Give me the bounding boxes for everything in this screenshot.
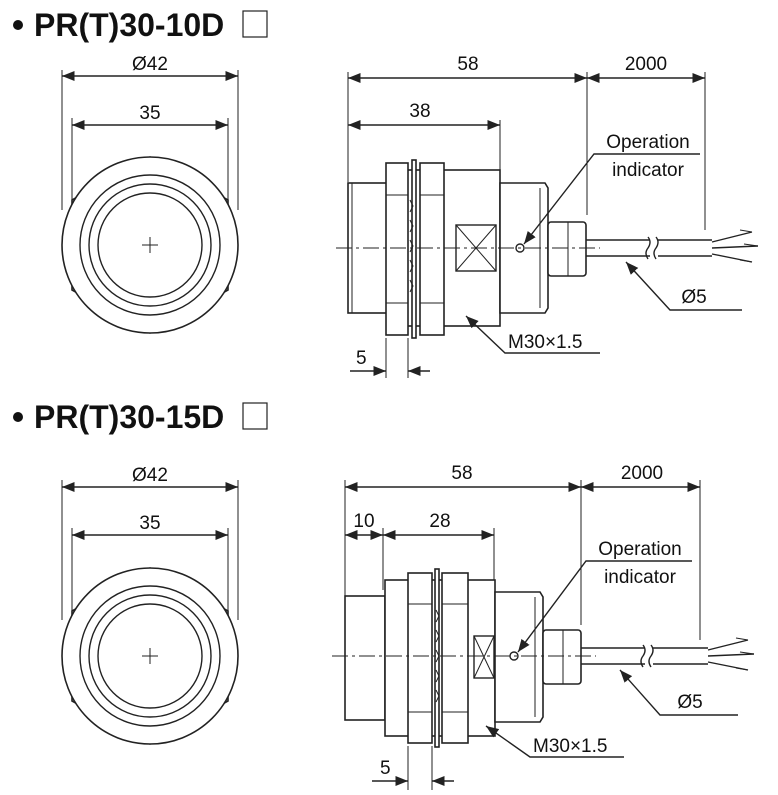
cable-diameter-leader: [619, 669, 738, 716]
front-view: Ø42 35: [61, 54, 239, 334]
cable-gland: [547, 221, 587, 277]
thread-length-label: 38: [409, 101, 430, 122]
nut-width-label: 5: [356, 348, 367, 369]
cable-diameter-label: Ø5: [677, 692, 702, 713]
washer: [411, 159, 417, 339]
indicator-label-line1: Operation: [598, 539, 681, 560]
rear-housing: [494, 591, 544, 723]
thread-circle: [79, 585, 221, 727]
indicator-label-line2: indicator: [604, 567, 676, 588]
thread-spec-label: M30×1.5: [508, 332, 582, 353]
outer-diameter-label: Ø42: [132, 465, 168, 486]
face-circle: [88, 183, 212, 307]
front-view: Ø42 35: [61, 465, 239, 745]
sensing-face-circle: [97, 192, 203, 298]
section-1: PR(T)30-10D Ø42 35: [13, 7, 759, 378]
thread-spec-leader: [485, 725, 624, 758]
option-box-icon: [242, 402, 268, 430]
section-2: PR(T)30-15D Ø42 35: [13, 399, 755, 790]
label-plate: [473, 635, 495, 679]
cable-length-label: 2000: [621, 463, 663, 484]
face-circle: [88, 594, 212, 718]
indicator-label-line2: indicator: [612, 160, 684, 181]
thread-length-label: 28: [429, 511, 450, 532]
head-length-label: 10: [353, 511, 374, 532]
thread-circle: [79, 174, 221, 316]
bullet-icon: [13, 20, 23, 30]
cable-length-label: 2000: [625, 54, 667, 75]
cable-wires: [707, 639, 755, 671]
inner-diameter-label: 35: [139, 103, 160, 124]
cable-gland: [542, 629, 582, 685]
section-title: PR(T)30-10D: [34, 7, 224, 43]
indicator-label-line1: Operation: [606, 132, 689, 153]
nut-1: [407, 572, 433, 744]
side-view: 58 2000 10 28: [332, 463, 755, 790]
indicator-led: [515, 243, 525, 253]
thread-spec-label: M30×1.5: [533, 736, 607, 757]
side-view: 58 2000 38: [336, 54, 759, 378]
threaded-body: [384, 579, 496, 737]
nut-width-label: 5: [380, 758, 391, 779]
option-box-icon: [242, 10, 268, 38]
cable-diameter-label: Ø5: [681, 287, 706, 308]
cable-wires: [711, 231, 759, 263]
indicator-leader: [523, 153, 700, 245]
thread-spec-leader: [465, 315, 600, 354]
outer-diameter-label: Ø42: [132, 54, 168, 75]
indicator-leader: [517, 560, 692, 653]
total-length-label: 58: [457, 54, 478, 75]
cable: [586, 239, 650, 257]
washer: [434, 568, 440, 748]
sensor-head: [344, 595, 386, 721]
sensing-face-circle: [97, 603, 203, 709]
cable: [581, 647, 645, 665]
nut-2: [419, 162, 445, 336]
cable-diameter-leader: [625, 261, 742, 311]
section-title: PR(T)30-15D: [34, 399, 224, 435]
inner-diameter-label: 35: [139, 513, 160, 534]
nut-1: [385, 162, 409, 336]
bullet-icon: [13, 412, 23, 422]
total-length-label: 58: [451, 463, 472, 484]
nut-2: [441, 572, 469, 744]
